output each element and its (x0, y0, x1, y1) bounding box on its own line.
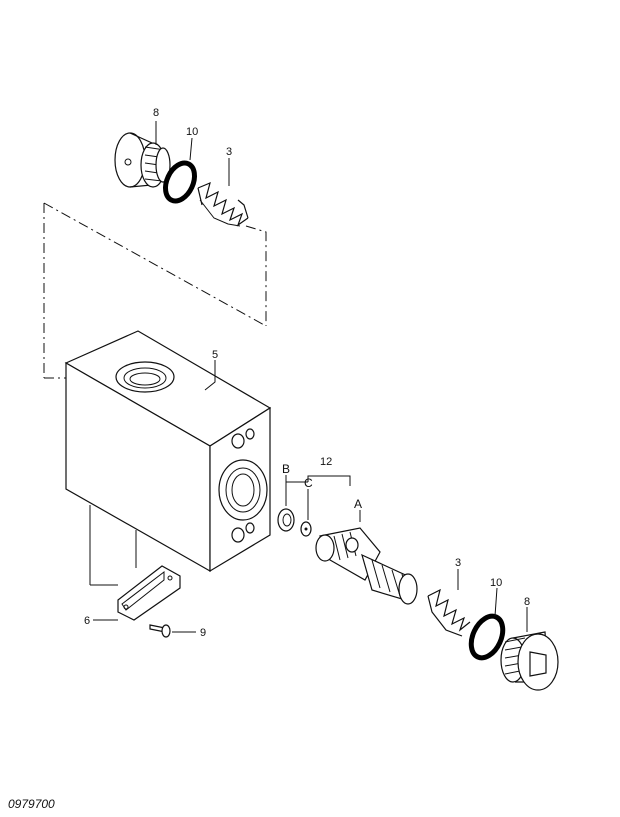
label-c: C (304, 476, 313, 490)
label-10-bottom: 10 (490, 577, 502, 589)
label-8-bottom: 8 (524, 596, 530, 608)
plug-bottom (500, 631, 559, 691)
label-8-top: 8 (153, 107, 159, 119)
alignment-line-top (43, 202, 267, 379)
label-10-top: 10 (186, 126, 198, 138)
plug-top (114, 132, 171, 188)
figure-id: 0979700 (8, 797, 55, 811)
washer-b (277, 508, 295, 532)
label-b: B (282, 462, 290, 476)
part-labels: 8 10 3 5 12 B C A 3 10 8 6 9 (84, 107, 530, 639)
bracket (89, 505, 181, 621)
spool-a (315, 527, 418, 605)
label-5: 5 (212, 349, 218, 361)
label-3-bottom: 3 (455, 557, 461, 569)
spring-top (197, 181, 249, 227)
washer-c (300, 521, 312, 537)
bolt (149, 624, 171, 638)
spool-group (285, 475, 361, 522)
leader-lines (93, 121, 528, 633)
valve-block (64, 330, 272, 573)
label-3-top: 3 (226, 146, 232, 158)
label-9: 9 (200, 627, 206, 639)
spring-bottom (427, 588, 471, 637)
label-12: 12 (320, 456, 332, 468)
label-6: 6 (84, 615, 90, 627)
o-ring-top (162, 160, 198, 204)
o-ring-bottom (468, 613, 506, 661)
label-a: A (354, 497, 362, 511)
